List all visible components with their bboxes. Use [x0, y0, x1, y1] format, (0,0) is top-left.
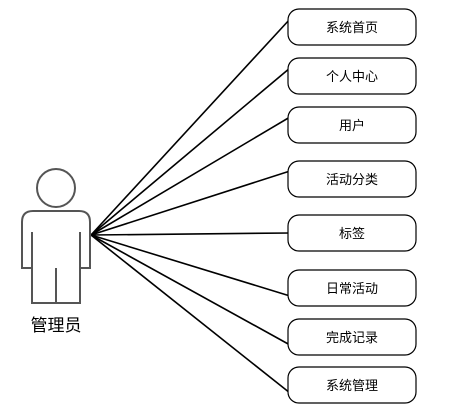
use-case-box: 日常活动 [287, 269, 417, 307]
association-line [90, 170, 291, 236]
use-case-box: 活动分类 [287, 160, 417, 198]
use-case-box: 系统首页 [287, 8, 417, 46]
person-icon-head [36, 168, 76, 208]
use-case-box: 标签 [287, 214, 417, 252]
association-line [90, 232, 291, 236]
use-case-label: 标签 [339, 226, 365, 242]
person-icon-body [21, 210, 91, 304]
use-case-rect [287, 57, 417, 95]
use-case-rect [287, 366, 417, 404]
use-case-rect [287, 160, 417, 198]
association-line [90, 116, 291, 236]
use-case-rect [287, 8, 417, 46]
association-line [90, 18, 291, 236]
actor-label: 管理员 [31, 316, 82, 336]
use-case-rect [287, 106, 417, 144]
association-lines [90, 18, 291, 394]
use-case-label: 个人中心 [326, 70, 378, 85]
use-case-box: 个人中心 [287, 57, 417, 95]
use-case-box: 系统管理 [287, 366, 417, 404]
use-case-label: 系统管理 [326, 379, 378, 394]
use-case-label: 完成记录 [326, 331, 378, 346]
use-case-label: 用户 [339, 118, 365, 134]
use-case-box: 完成记录 [287, 318, 417, 356]
actor-figure: 管理员 [21, 168, 91, 336]
association-line [90, 67, 291, 236]
use-case-label: 系统首页 [326, 21, 378, 36]
use-case-label: 日常活动 [326, 282, 378, 297]
use-case-box: 用户 [287, 106, 417, 144]
use-case-label: 活动分类 [326, 173, 378, 188]
association-line [90, 234, 291, 297]
association-line [90, 234, 291, 394]
use-case-rect [287, 318, 417, 356]
association-line [90, 234, 291, 346]
use-case-rect [287, 269, 417, 307]
use-case-rect [287, 214, 417, 252]
